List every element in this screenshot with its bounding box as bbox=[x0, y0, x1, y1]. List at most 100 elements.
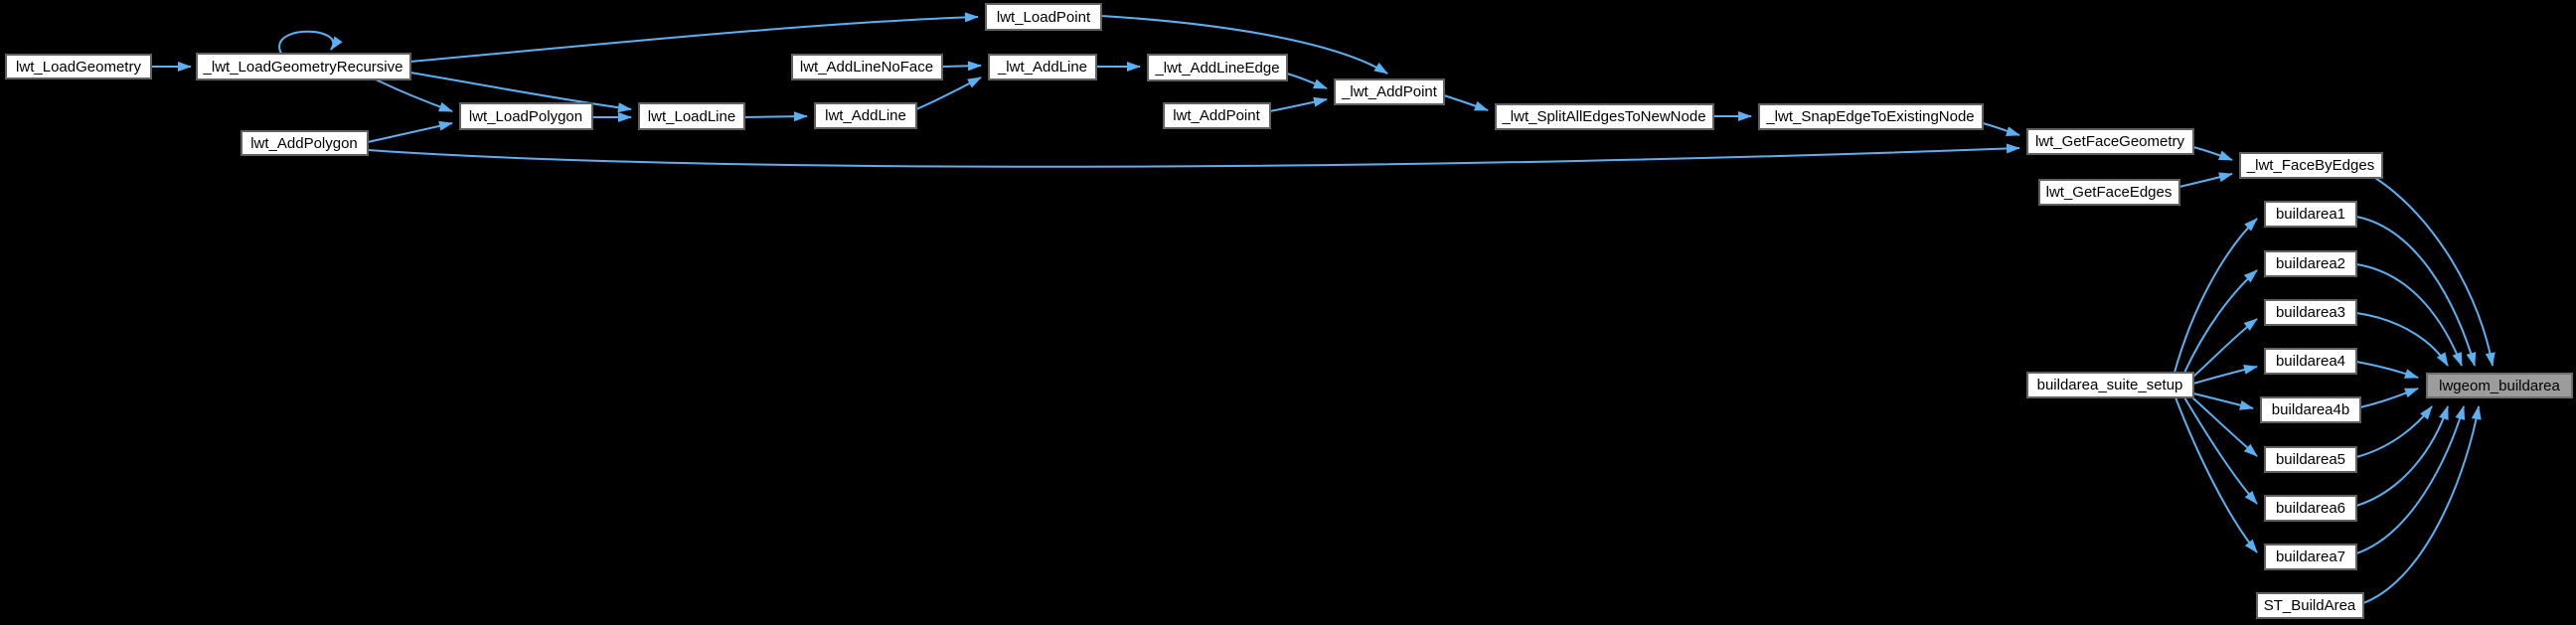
edge-lwt_AddPoint-to-_lwt_AddPoint bbox=[1269, 96, 1328, 112]
node-label: _lwt_FaceByEdges bbox=[2246, 157, 2374, 174]
edge-_lwt_LoadGeometryRecursive-to-lwt_LoadPoint bbox=[409, 12, 979, 63]
node-box bbox=[5, 54, 152, 79]
node-box bbox=[196, 53, 411, 80]
edge-_lwt_LoadGeometryRecursive-to-lwt_LoadPolygon bbox=[375, 78, 453, 112]
node-lwt_GetFaceGeometry[interactable]: lwt_GetFaceGeometry bbox=[2026, 128, 2194, 155]
node-buildarea7[interactable]: buildarea7 bbox=[2264, 544, 2357, 570]
node-buildarea4[interactable]: buildarea4 bbox=[2264, 348, 2357, 375]
node-_lwt_SplitAllEdgesToNewNode[interactable]: _lwt_SplitAllEdgesToNewNode bbox=[1495, 103, 1714, 130]
node-buildarea2[interactable]: buildarea2 bbox=[2264, 250, 2357, 277]
node-_lwt_SnapEdgeToExistingNode[interactable]: _lwt_SnapEdgeToExistingNode bbox=[1758, 103, 1984, 130]
node-buildarea5[interactable]: buildarea5 bbox=[2264, 446, 2357, 473]
node-box bbox=[1758, 103, 1984, 130]
node-ST_BuildArea[interactable]: ST_BuildArea bbox=[2256, 592, 2364, 619]
node-lwt_AddLine[interactable]: lwt_AddLine bbox=[814, 102, 917, 129]
node-buildarea3[interactable]: buildarea3 bbox=[2264, 299, 2357, 326]
edge-_lwt_FaceByEdges-to-lwgeom_buildarea bbox=[2374, 177, 2496, 367]
node-box bbox=[2026, 372, 2194, 398]
edge-buildarea_suite_setup-to-buildarea7 bbox=[2174, 396, 2258, 553]
node-box bbox=[1163, 102, 1271, 129]
edge-lwt_AddPolygon-to-lwt_LoadPolygon bbox=[367, 120, 453, 143]
node-label: lwt_LoadGeometry bbox=[16, 59, 141, 76]
edge-lwt_GetFaceEdges-to-_lwt_FaceByEdges bbox=[2178, 172, 2233, 188]
node-box bbox=[1495, 103, 1714, 130]
node-label: lwgeom_buildarea bbox=[2439, 378, 2560, 394]
edge-lwt_AddPolygon-to-lwt_GetFaceGeometry bbox=[367, 143, 2020, 168]
node-box-highlighted bbox=[2426, 373, 2573, 398]
edge-_lwt_LoadGeometryRecursive-self-loop bbox=[278, 30, 343, 55]
node-box bbox=[2038, 179, 2180, 206]
node-label: buildarea3 bbox=[2276, 304, 2345, 321]
node-label: lwt_GetFaceGeometry bbox=[2035, 133, 2185, 150]
node-lwt_AddPoint[interactable]: lwt_AddPoint bbox=[1163, 102, 1271, 129]
node-lwt_LoadPolygon[interactable]: lwt_LoadPolygon bbox=[459, 102, 593, 130]
node-_lwt_AddPoint[interactable]: _lwt_AddPoint bbox=[1334, 78, 1445, 105]
node-label: lwt_LoadLine bbox=[648, 108, 735, 125]
node-label: buildarea4b bbox=[2272, 401, 2349, 418]
edge-buildarea_suite_setup-to-buildarea4b bbox=[2192, 392, 2254, 410]
node-box bbox=[988, 54, 1097, 80]
edge-lwt_AddLine-to-_lwt_AddLine bbox=[915, 77, 982, 110]
node-lwt_LoadLine[interactable]: lwt_LoadLine bbox=[638, 102, 745, 130]
node-label: lwt_LoadPoint bbox=[997, 9, 1091, 26]
node-box bbox=[2264, 544, 2357, 570]
edge-_lwt_LoadGeometryRecursive-to-lwt_LoadLine bbox=[409, 72, 632, 113]
node-_lwt_AddLine[interactable]: _lwt_AddLine bbox=[988, 54, 1097, 80]
node-layer: lwt_LoadGeometry _lwt_LoadGeometryRecurs… bbox=[5, 3, 2573, 619]
edge-buildarea7-to-lwgeom_buildarea bbox=[2355, 405, 2466, 554]
node-lwt_LoadPoint[interactable]: lwt_LoadPoint bbox=[985, 3, 1102, 31]
edge-_lwt_SnapEdgeToExistingNode-to-lwt_GetFaceGeometry bbox=[1982, 122, 2020, 136]
node-_lwt_AddLineEdge[interactable]: _lwt_AddLineEdge bbox=[1147, 54, 1288, 81]
node-buildarea4b[interactable]: buildarea4b bbox=[2260, 396, 2361, 423]
edge-ST_BuildArea-to-lwgeom_buildarea bbox=[2362, 405, 2482, 604]
node-buildarea_suite_setup[interactable]: buildarea_suite_setup bbox=[2026, 372, 2194, 398]
edge-buildarea3-to-lwgeom_buildarea bbox=[2355, 312, 2449, 367]
node-box bbox=[2239, 152, 2383, 179]
edge-lwt_GetFaceGeometry-to-_lwt_FaceByEdges bbox=[2192, 146, 2233, 161]
node-box bbox=[2026, 128, 2194, 155]
edge-buildarea6-to-lwgeom_buildarea bbox=[2355, 405, 2449, 507]
edge-buildarea_suite_setup-to-buildarea2 bbox=[2183, 269, 2258, 374]
node-label: buildarea_suite_setup bbox=[2037, 377, 2183, 393]
node-label: buildarea4 bbox=[2276, 353, 2345, 370]
edge-lwt_AddLineNoFace-to-_lwt_AddLine bbox=[941, 61, 982, 72]
node-box bbox=[791, 54, 943, 80]
node-buildarea1[interactable]: buildarea1 bbox=[2264, 201, 2357, 228]
edge-buildarea_suite_setup-to-buildarea4 bbox=[2192, 365, 2258, 385]
edge-_lwt_AddLineEdge-to-_lwt_AddPoint bbox=[1286, 73, 1328, 89]
edge-lwt_LoadLine-to-lwt_AddLine bbox=[743, 111, 808, 122]
node-label: lwt_AddLineNoFace bbox=[800, 59, 933, 76]
node-buildarea6[interactable]: buildarea6 bbox=[2264, 495, 2357, 522]
node-_lwt_FaceByEdges[interactable]: _lwt_FaceByEdges bbox=[2239, 152, 2383, 179]
node-label: lwt_AddPoint bbox=[1173, 107, 1260, 124]
node-box bbox=[2264, 250, 2357, 277]
node-box bbox=[2256, 592, 2364, 619]
node-box bbox=[459, 102, 593, 130]
edge-buildarea2-to-lwgeom_buildarea bbox=[2355, 263, 2463, 367]
node-box bbox=[241, 130, 369, 156]
node-label: _lwt_AddLineEdge bbox=[1154, 60, 1279, 77]
node-label: _lwt_SplitAllEdgesToNewNode bbox=[1501, 108, 1705, 125]
node-label: ST_BuildArea bbox=[2264, 597, 2356, 614]
edge-buildarea_suite_setup-to-buildarea1 bbox=[2174, 218, 2258, 374]
edge-buildarea4-to-lwgeom_buildarea bbox=[2355, 361, 2419, 379]
node-box bbox=[2264, 299, 2357, 326]
node-label: buildarea2 bbox=[2276, 255, 2345, 272]
node-label: buildarea6 bbox=[2276, 500, 2345, 517]
node-label: buildarea1 bbox=[2276, 206, 2345, 223]
node-label: buildarea5 bbox=[2276, 451, 2345, 468]
node-lwt_GetFaceEdges[interactable]: lwt_GetFaceEdges bbox=[2038, 179, 2180, 206]
node-box bbox=[2260, 396, 2361, 423]
node-box bbox=[2264, 446, 2357, 473]
node-label: lwt_AddPolygon bbox=[250, 135, 358, 152]
edge-buildarea_suite_setup-to-buildarea6 bbox=[2183, 396, 2258, 505]
node-_lwt_LoadGeometryRecursive[interactable]: _lwt_LoadGeometryRecursive bbox=[196, 53, 411, 80]
node-lwt_LoadGeometry[interactable]: lwt_LoadGeometry bbox=[5, 54, 152, 79]
node-box bbox=[2264, 348, 2357, 375]
node-lwt_AddPolygon[interactable]: lwt_AddPolygon bbox=[241, 130, 369, 156]
node-lwgeom_buildarea[interactable]: lwgeom_buildarea bbox=[2426, 373, 2573, 398]
node-box bbox=[638, 102, 745, 130]
node-lwt_AddLineNoFace[interactable]: lwt_AddLineNoFace bbox=[791, 54, 943, 80]
